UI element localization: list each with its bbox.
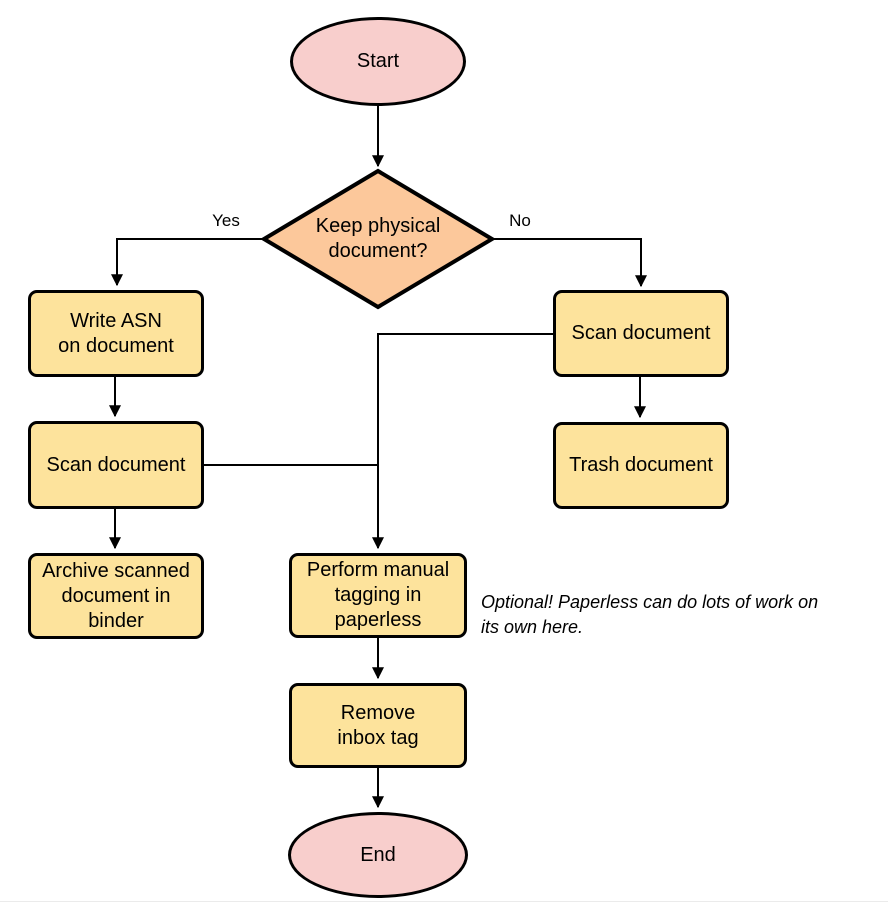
node-trash-document: Trash document [553,422,729,509]
write-asn-line: Write ASN [70,309,162,332]
edge-decision-no-to-scan-right [492,238,647,288]
node-end: End [288,812,468,898]
bottom-divider [0,901,888,902]
decision-line: Keep physical [315,215,441,237]
edge-decision-yes-to-write-asn [111,238,264,287]
manual-tagging-line: paperless [334,609,422,631]
trash-document-label: Trash document [569,454,713,476]
remove-inbox-line: inbox tag [337,726,419,749]
annotation-line: Optional! Paperless can do lots of work … [481,592,819,612]
archive-line: document in [61,584,171,607]
manual-tagging-line: tagging in [334,584,422,606]
node-end-label: End [360,843,396,866]
node-archive-binder: Archive scanned document in binder [28,553,204,639]
decision-line: document? [328,240,428,262]
remove-inbox-line: Remove [340,701,416,724]
node-decision-label: Keep physical document? [288,214,468,264]
manual-tagging-line: Perform manual [306,559,450,581]
node-start-label: Start [356,50,400,72]
label-yes: Yes [212,211,240,230]
write-asn-line: on document [58,334,174,357]
node-start: Start [290,17,466,106]
annotation-note: Optional! Paperless can do lots of work … [481,590,818,640]
archive-line: Archive scanned [42,559,190,582]
edge-scan-right-to-tagging [372,333,553,550]
node-decision-diamond [260,168,496,310]
node-write-asn: Write ASN on document [28,290,204,377]
node-scan-document-left: Scan document [28,421,204,509]
annotation-line: its own here. [481,617,584,637]
node-manual-tagging: Perform manual tagging in paperless [289,553,467,638]
node-scan-document-right: Scan document [553,290,729,377]
node-remove-inbox-tag: Remove inbox tag [289,683,467,768]
scan-document-left-label: Scan document [46,453,186,476]
archive-line: binder [88,609,144,632]
scan-document-right-label: Scan document [571,322,711,344]
label-no: No [509,211,531,230]
